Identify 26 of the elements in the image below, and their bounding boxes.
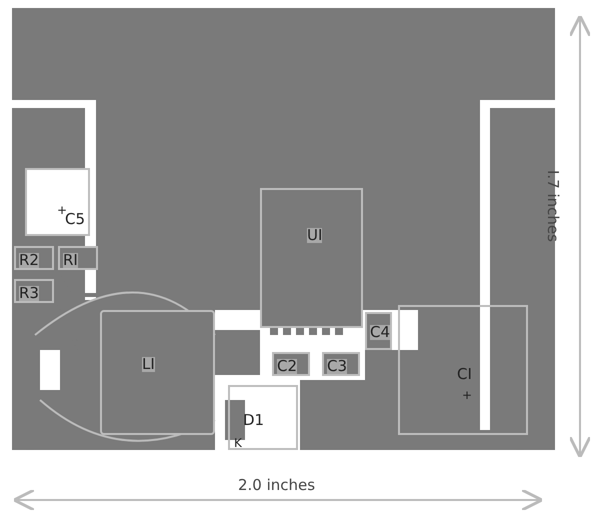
- resistor-footprint: [14, 246, 54, 270]
- component-designator: CI: [457, 367, 472, 382]
- inductor-footprint: [100, 310, 215, 435]
- component-designator: UI: [307, 228, 322, 243]
- component-designator: C5: [65, 212, 86, 227]
- dimension-label: I.7 inches: [545, 170, 560, 242]
- resistor-footprint: [14, 279, 54, 303]
- capacitor-footprint: [365, 312, 392, 350]
- capacitor-footprint: [272, 352, 310, 376]
- polarity-mark: +: [462, 389, 472, 401]
- component-designator: R3: [19, 286, 39, 301]
- capacitor-footprint: [398, 305, 528, 435]
- capacitor-footprint: [25, 168, 90, 236]
- component-designator: RI: [63, 253, 78, 268]
- cathode-mark: K: [234, 437, 242, 449]
- component-designator: C2: [277, 359, 298, 374]
- component-designator: R2: [19, 253, 39, 268]
- polarity-mark: +: [57, 204, 68, 216]
- dimension-label: 2.0 inches: [238, 478, 316, 493]
- component-designator: C4: [370, 325, 390, 340]
- component-designator: LI: [142, 357, 155, 372]
- component-designator: C3: [327, 359, 348, 374]
- diode-footprint: [228, 385, 298, 450]
- resistor-footprint: [58, 246, 98, 270]
- capacitor-footprint: [322, 352, 360, 376]
- ic-footprint: [260, 188, 363, 328]
